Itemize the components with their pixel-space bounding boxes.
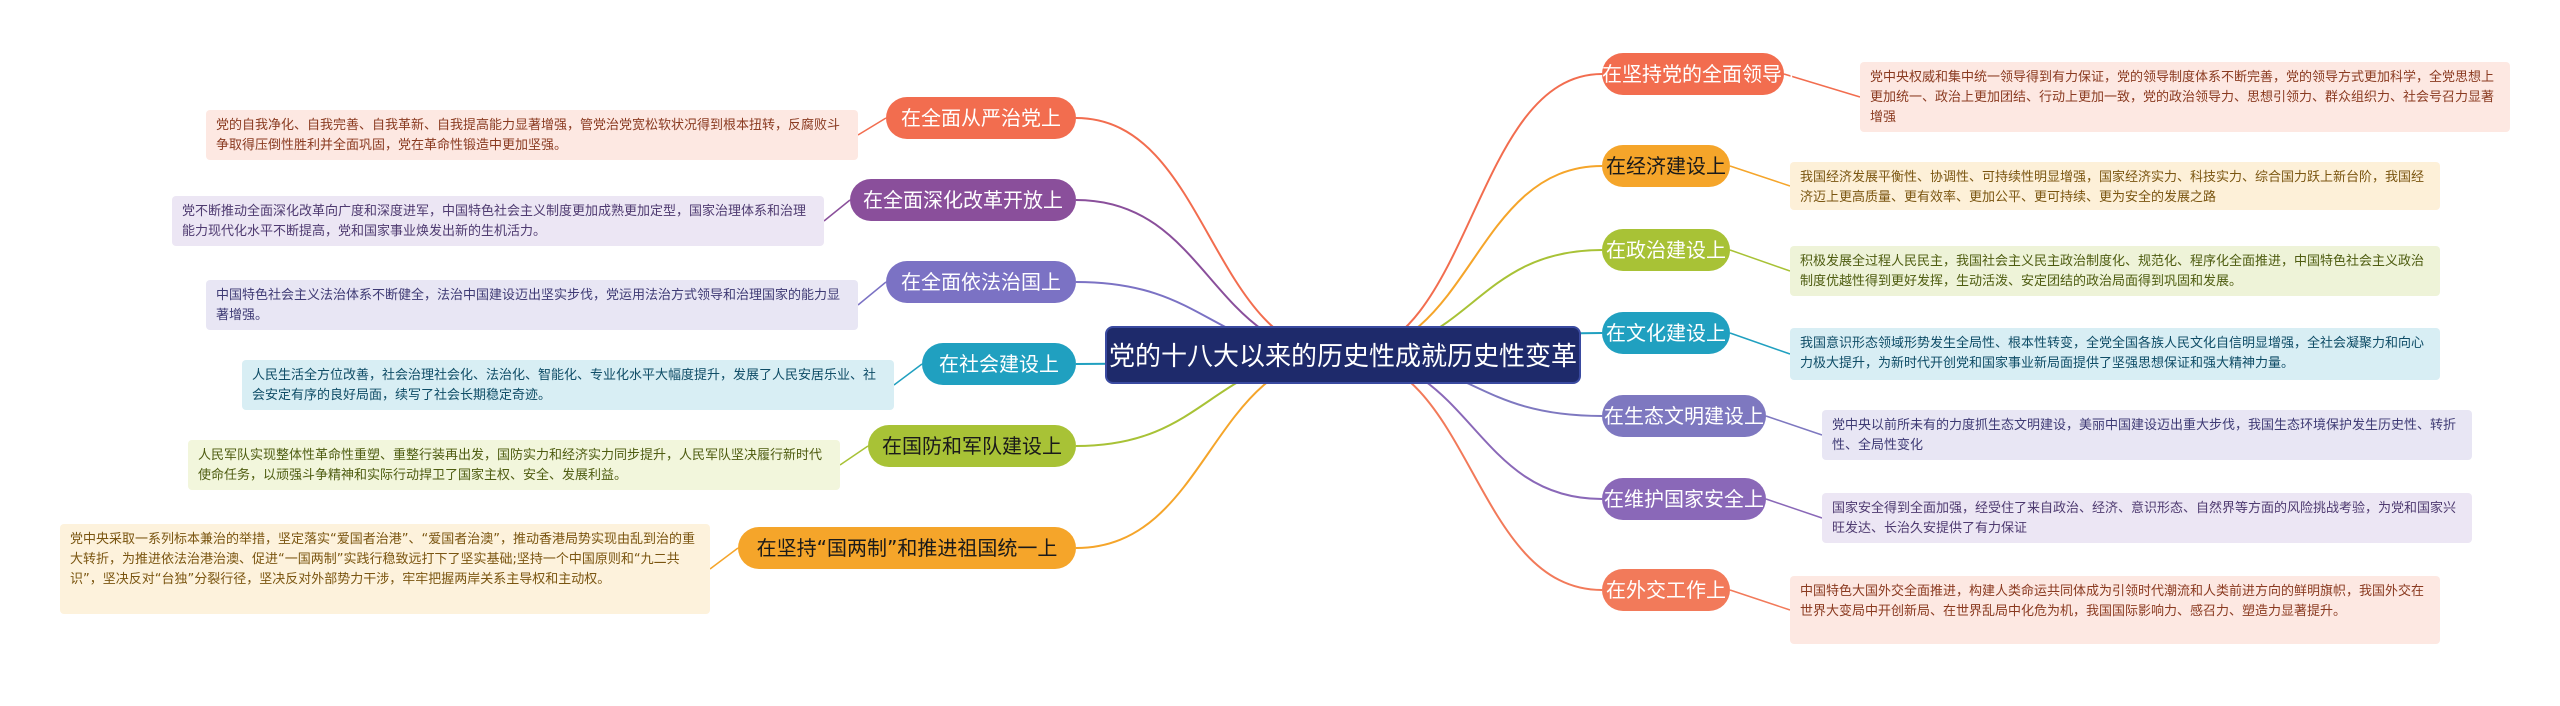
topic-ecological-civilization[interactable]: 在生态文明建设上 xyxy=(1602,395,1766,437)
central-topic[interactable]: 党的十八大以来的历史性成就历史性变革 xyxy=(1105,326,1581,384)
topic-reform-opening-up[interactable]: 在全面深化改革开放上 xyxy=(850,179,1076,221)
note-connector-left-2 xyxy=(857,281,887,306)
note-rule-of-law: 中国特色社会主义法治体系不断健全，法治中国建设迈出坚实步伐，党运用法治方式领导和… xyxy=(206,280,858,330)
note-party-self-governance: 党的自我净化、自我完善、自我革新、自我提高能力显著增强，管党治党宽松软状况得到根… xyxy=(206,110,858,160)
note-connector-right-5 xyxy=(1765,498,1823,519)
topic-diplomacy[interactable]: 在外交工作上 xyxy=(1602,569,1730,611)
note-economic-construction: 我国经济发展平衡性、协调性、可持续性明显增强，国家经济实力、科技实力、综合国力跃… xyxy=(1790,162,2440,210)
note-connector-right-2 xyxy=(1729,249,1791,272)
note-connector-right-0 xyxy=(1783,73,1861,98)
note-connector-right-6 xyxy=(1729,589,1791,611)
topic-national-security[interactable]: 在维护国家安全上 xyxy=(1602,478,1766,520)
note-cultural-construction: 我国意识形态领域形势发生全局性、根本性转变，全党全国各族人民文化自信明显增强，全… xyxy=(1790,328,2440,380)
note-national-defense: 人民军队实现整体性革命性重塑、重整行装再出发，国防实力和经济实力同步提升，人民军… xyxy=(188,440,840,490)
note-reform-opening-up: 党不断推动全面深化改革向广度和深度进军，中国特色社会主义制度更加成熟更加定型，国… xyxy=(172,196,824,246)
note-political-construction: 积极发展全过程人民民主，我国社会主义民主政治制度化、规范化、程序化全面推进，中国… xyxy=(1790,246,2440,296)
topic-economic-construction[interactable]: 在经济建设上 xyxy=(1602,145,1730,187)
note-connector-left-4 xyxy=(839,445,869,466)
note-connector-left-1 xyxy=(823,199,851,222)
note-connector-left-0 xyxy=(857,117,887,136)
topic-one-country-two-systems[interactable]: 在坚持“国两制”和推进祖国统一上 xyxy=(738,527,1076,569)
note-connector-right-4 xyxy=(1765,415,1823,436)
note-ecological-civilization: 党中央以前所未有的力度抓生态文明建设，美丽中国建设迈出重大步伐，我国生态环境保护… xyxy=(1822,410,2472,460)
note-diplomacy: 中国特色大国外交全面推进，构建人类命运共同体成为引领时代潮流和人类前进方向的鲜明… xyxy=(1790,576,2440,644)
note-social-construction: 人民生活全方位改善，社会治理社会化、法治化、智能化、专业化水平大幅度提升，发展了… xyxy=(242,360,894,410)
topic-social-construction[interactable]: 在社会建设上 xyxy=(922,343,1076,385)
note-party-leadership: 党中央权威和集中统一领导得到有力保证，党的领导制度体系不断完善，党的领导方式更加… xyxy=(1860,62,2510,132)
note-connector-left-3 xyxy=(893,363,923,386)
topic-party-self-governance[interactable]: 在全面从严治党上 xyxy=(886,97,1076,139)
topic-political-construction[interactable]: 在政治建设上 xyxy=(1602,229,1730,271)
note-connector-right-1 xyxy=(1729,165,1791,187)
note-national-security: 国家安全得到全面加强，经受住了来自政治、经济、意识形态、自然界等方面的风险挑战考… xyxy=(1822,493,2472,543)
connector-right-6 xyxy=(1342,354,1603,591)
topic-national-defense[interactable]: 在国防和军队建设上 xyxy=(868,425,1076,467)
note-connector-right-3 xyxy=(1729,332,1791,355)
topic-cultural-construction[interactable]: 在文化建设上 xyxy=(1602,312,1730,354)
topic-party-leadership[interactable]: 在坚持党的全面领导上 xyxy=(1602,53,1802,95)
topic-rule-of-law[interactable]: 在全面依法治国上 xyxy=(886,261,1076,303)
note-connector-left-5 xyxy=(709,547,739,570)
note-one-country-two-systems: 党中央采取一系列标本兼治的举措，坚定落实“爱国者治港”、“爱国者治澳”，推动香港… xyxy=(60,524,710,614)
connector-right-0 xyxy=(1342,73,1603,356)
